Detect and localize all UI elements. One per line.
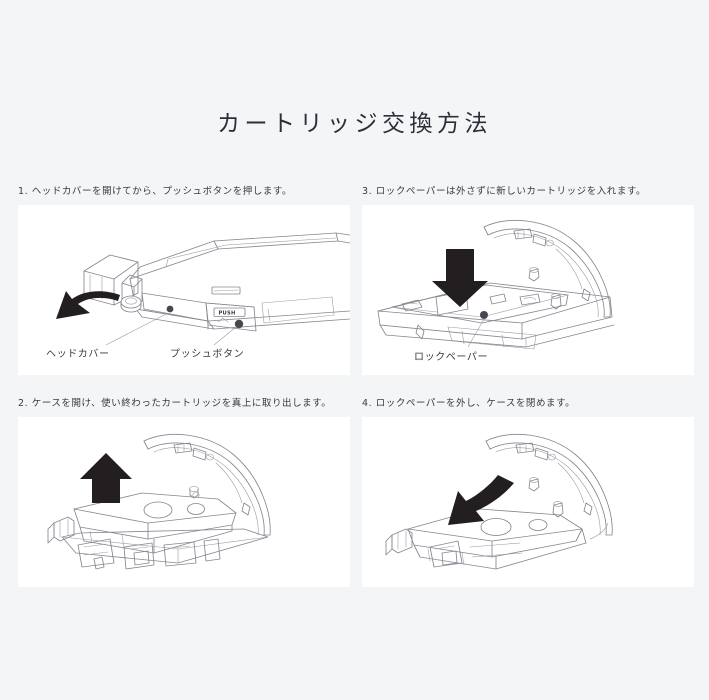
step-4-figure	[362, 417, 694, 587]
svg-text:PUSH: PUSH	[219, 310, 236, 316]
step-3-figure: ロックペーパー	[362, 205, 694, 375]
step-1-caption: 1. ヘッドカバーを開けてから、プッシュボタンを押します。	[18, 186, 293, 197]
step-4: 4. ロックペーパーを外し、ケースを閉めます。	[362, 398, 694, 587]
step-3-caption: 3. ロックペーパーは外さずに新しいカートリッジを入れます。	[362, 186, 647, 197]
step-1-label-push-button: プッシュボタン	[170, 348, 244, 360]
step-1-label-head-cover: ヘッドカバー	[46, 348, 110, 360]
step-3-label-lock-paper: ロックペーパー	[414, 351, 488, 363]
steps-grid: 1. ヘッドカバーを開けてから、プッシュボタンを押します。	[18, 186, 694, 587]
step-2-caption: 2. ケースを開け、使い終わったカートリッジを真上に取り出します。	[18, 398, 332, 409]
page-title: カートリッジ交換方法	[217, 111, 492, 138]
step-1-figure: PUSH ヘッドカバー	[18, 205, 350, 375]
step-3: 3. ロックペーパーは外さずに新しいカートリッジを入れます。	[362, 186, 694, 375]
step-2: 2. ケースを開け、使い終わったカートリッジを真上に取り出します。	[18, 398, 350, 587]
step-4-caption: 4. ロックペーパーを外し、ケースを閉めます。	[362, 398, 576, 409]
step-1: 1. ヘッドカバーを開けてから、プッシュボタンを押します。	[18, 186, 350, 375]
step-2-figure	[18, 417, 350, 587]
